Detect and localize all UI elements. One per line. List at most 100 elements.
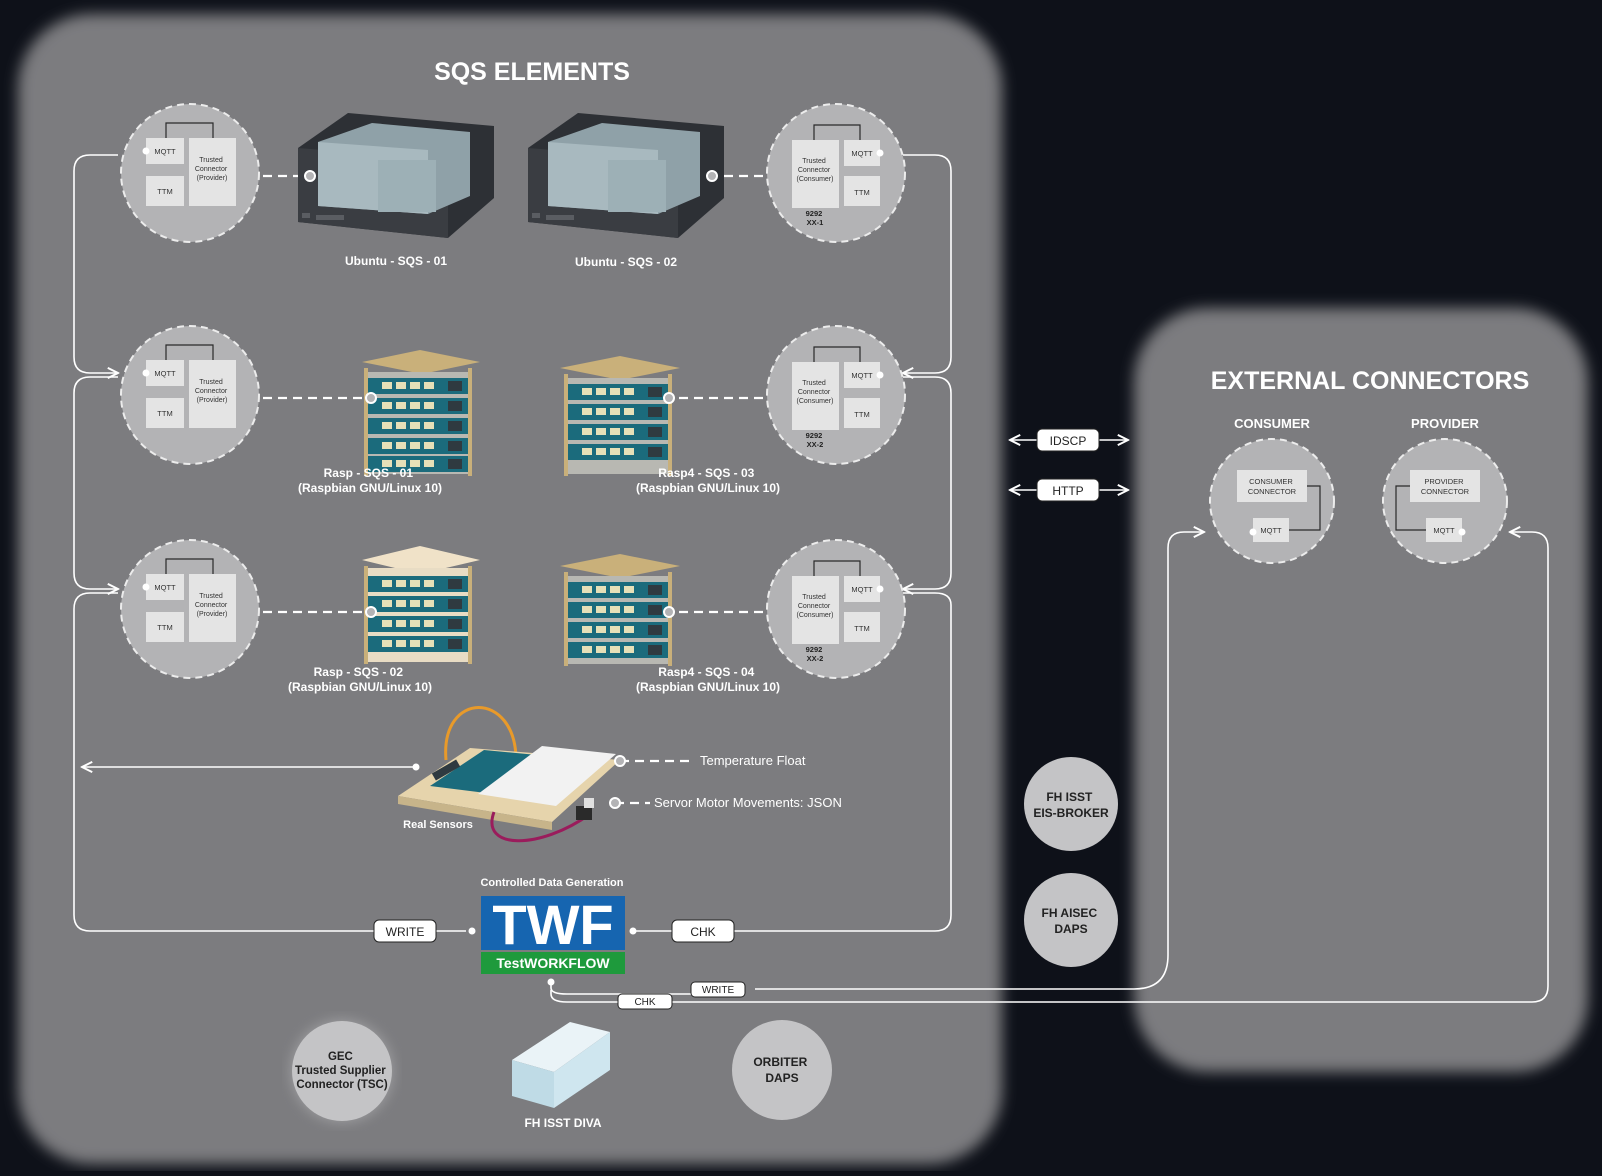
tc-label-1: Trusted (199, 379, 223, 386)
aisec-line-1: FH AISEC (1042, 906, 1098, 920)
ubuntu-server-1 (298, 113, 494, 238)
svg-text:Rasp4 - SQS - 04 (Raspbian: Rasp4 - SQS - 04 (Raspbian GNU/Linux 10) (636, 665, 780, 694)
consumer-connector: CONSUMER CONNECTOR MQTT (1237, 470, 1321, 542)
node-dots (142, 147, 884, 593)
tc-label-2: Connector (798, 389, 831, 396)
provider-conn-line-1: PROVIDER (1424, 477, 1464, 486)
chk-pill: CHK (671, 919, 735, 943)
port-suffix: XX-2 (807, 440, 824, 449)
diva-label: FH ISST DIVA (524, 1116, 601, 1130)
svg-text:Trusted Connector: Trusted Connector (Consumer) (797, 158, 834, 183)
idscp-pill: IDSCP (1036, 428, 1100, 452)
gec-tsc-node: GEC Trusted Supplier Connector (TSC) (292, 1021, 392, 1121)
eis-line-1: FH ISST (1046, 790, 1093, 804)
rasp-stack-3 (560, 356, 680, 476)
ttm-label: TTM (157, 409, 172, 418)
chk-small-label: CHK (634, 997, 655, 1008)
port-suffix: XX-1 (807, 218, 824, 227)
http-pill: HTTP (1036, 478, 1100, 502)
provider-conn-line-2: CONNECTOR (1421, 487, 1470, 496)
ubuntu-1-label: Ubuntu - SQS - 01 (345, 254, 447, 268)
provider-node-3: MQTT TTM Trusted Connector (Provider) (146, 558, 236, 642)
external-title: EXTERNAL CONNECTORS (1211, 367, 1530, 395)
svg-text:Rasp - SQS - 02 (Raspbian: Rasp - SQS - 02 (Raspbian GNU/Linux 10) (288, 665, 432, 694)
tc-label-2: Connector (195, 602, 228, 609)
chk-small-pill: CHK (617, 993, 673, 1010)
svg-text:9292 XX-1: 9292 XX-1 (806, 209, 825, 227)
tc-label-1: Trusted (199, 593, 223, 600)
servo-label: Servor Motor Movements: JSON (654, 795, 842, 810)
diva-box (512, 1022, 610, 1108)
rasp-stack-2 (362, 546, 480, 664)
port-number: 9292 (806, 209, 823, 218)
tc-label-2: Connector (798, 167, 831, 174)
twf-caption: Controlled Data Generation (480, 877, 623, 889)
provider-connector: PROVIDER CONNECTOR MQTT (1395, 470, 1480, 542)
consumer-node-3: MQTT TTM Trusted Connector (Consumer) 92… (792, 560, 880, 663)
real-sensors-board (398, 706, 626, 843)
port-suffix: XX-2 (807, 654, 824, 663)
tc-label-3: (Consumer) (797, 612, 834, 619)
svg-text:ORBITER DAPS: ORBITER DAPS (753, 1055, 810, 1085)
ttm-label: TTM (157, 187, 172, 196)
mqtt-label: MQTT (154, 583, 176, 592)
sqs-title: SQS ELEMENTS (434, 58, 630, 86)
sqs-panel (18, 14, 1002, 1164)
rasp-2-os: (Raspbian GNU/Linux 10) (288, 680, 432, 694)
aisec-daps-node: FH AISEC DAPS (1024, 873, 1118, 967)
ubuntu-server-2 (528, 113, 724, 238)
twf-logo-text: TWF (492, 893, 613, 956)
svg-text:Rasp - SQS - 01 (Raspbian: Rasp - SQS - 01 (Raspbian GNU/Linux 10) (298, 466, 442, 495)
eis-line-2: EIS-BROKER (1033, 806, 1109, 820)
twf-logo-sub: TestWORKFLOW (496, 955, 610, 971)
provider-heading: PROVIDER (1411, 416, 1480, 431)
svg-text:Trusted Connector: Trusted Connector (Provider) (195, 379, 229, 404)
rasp-2-name: Rasp - SQS - 02 (314, 665, 404, 679)
write-small-pill: WRITE (690, 981, 746, 998)
tc-label-1: Trusted (802, 158, 826, 165)
ttm-label: TTM (157, 623, 172, 632)
orbiter-line-2: DAPS (765, 1071, 798, 1085)
tc-label-2: Connector (195, 166, 228, 173)
ttm-label: TTM (854, 188, 869, 197)
tc-label-1: Trusted (199, 157, 223, 164)
consumer-heading: CONSUMER (1234, 416, 1310, 431)
connection-lines (73, 154, 1549, 1003)
svg-text:9292 XX-2: 9292 XX-2 (806, 431, 825, 449)
port-number: 9292 (806, 431, 823, 440)
tc-label-1: Trusted (802, 380, 826, 387)
provider-mqtt-label: MQTT (1433, 526, 1455, 535)
rasp-stack-1 (362, 350, 480, 476)
svg-text:Trusted Connector: Trusted Connector (Consumer) (797, 594, 834, 619)
tc-label-2: Connector (195, 388, 228, 395)
eis-broker-node: FH ISST EIS-BROKER (1024, 757, 1118, 851)
consumer-node-1: MQTT TTM Trusted Connector (Consumer) 92… (792, 124, 880, 227)
write-pill: WRITE (373, 919, 437, 943)
http-label: HTTP (1052, 484, 1083, 498)
device-links (263, 174, 763, 805)
real-sensors-label: Real Sensors (403, 819, 473, 831)
write-small-label: WRITE (702, 985, 735, 996)
rasp-3-name: Rasp4 - SQS - 03 (658, 466, 754, 480)
orbiter-line-1: ORBITER (753, 1055, 807, 1069)
tc-label-3: (Consumer) (797, 398, 834, 405)
orbiter-daps-node: ORBITER DAPS (732, 1020, 832, 1120)
tc-label-1: Trusted (802, 594, 826, 601)
gec-line-3: Connector (TSC) (296, 1079, 388, 1091)
ubuntu-2-label: Ubuntu - SQS - 02 (575, 255, 677, 269)
svg-text:PROVIDER CONNECTOR: PROVIDER CONNECTOR (1421, 477, 1470, 496)
consumer-node-2: MQTT TTM Trusted Connector (Consumer) 92… (792, 346, 880, 449)
svg-text:CONSUMER CONNECTOR: CONSUMER CONNECTOR (1248, 477, 1297, 496)
ttm-label: TTM (854, 410, 869, 419)
rasp-4-os: (Raspbian GNU/Linux 10) (636, 680, 780, 694)
port-number: 9292 (806, 645, 823, 654)
rasp-4-name: Rasp4 - SQS - 04 (658, 665, 754, 679)
gec-line-2: Trusted Supplier (295, 1065, 386, 1077)
mqtt-label: MQTT (154, 147, 176, 156)
svg-text:9292 XX-2: 9292 XX-2 (806, 645, 825, 663)
mqtt-label: MQTT (851, 149, 873, 158)
tc-label-3: (Provider) (197, 175, 228, 182)
svg-text:Rasp4 - SQS - 03 (Raspbian: Rasp4 - SQS - 03 (Raspbian GNU/Linux 10) (636, 466, 780, 495)
temperature-label: Temperature Float (700, 753, 806, 768)
